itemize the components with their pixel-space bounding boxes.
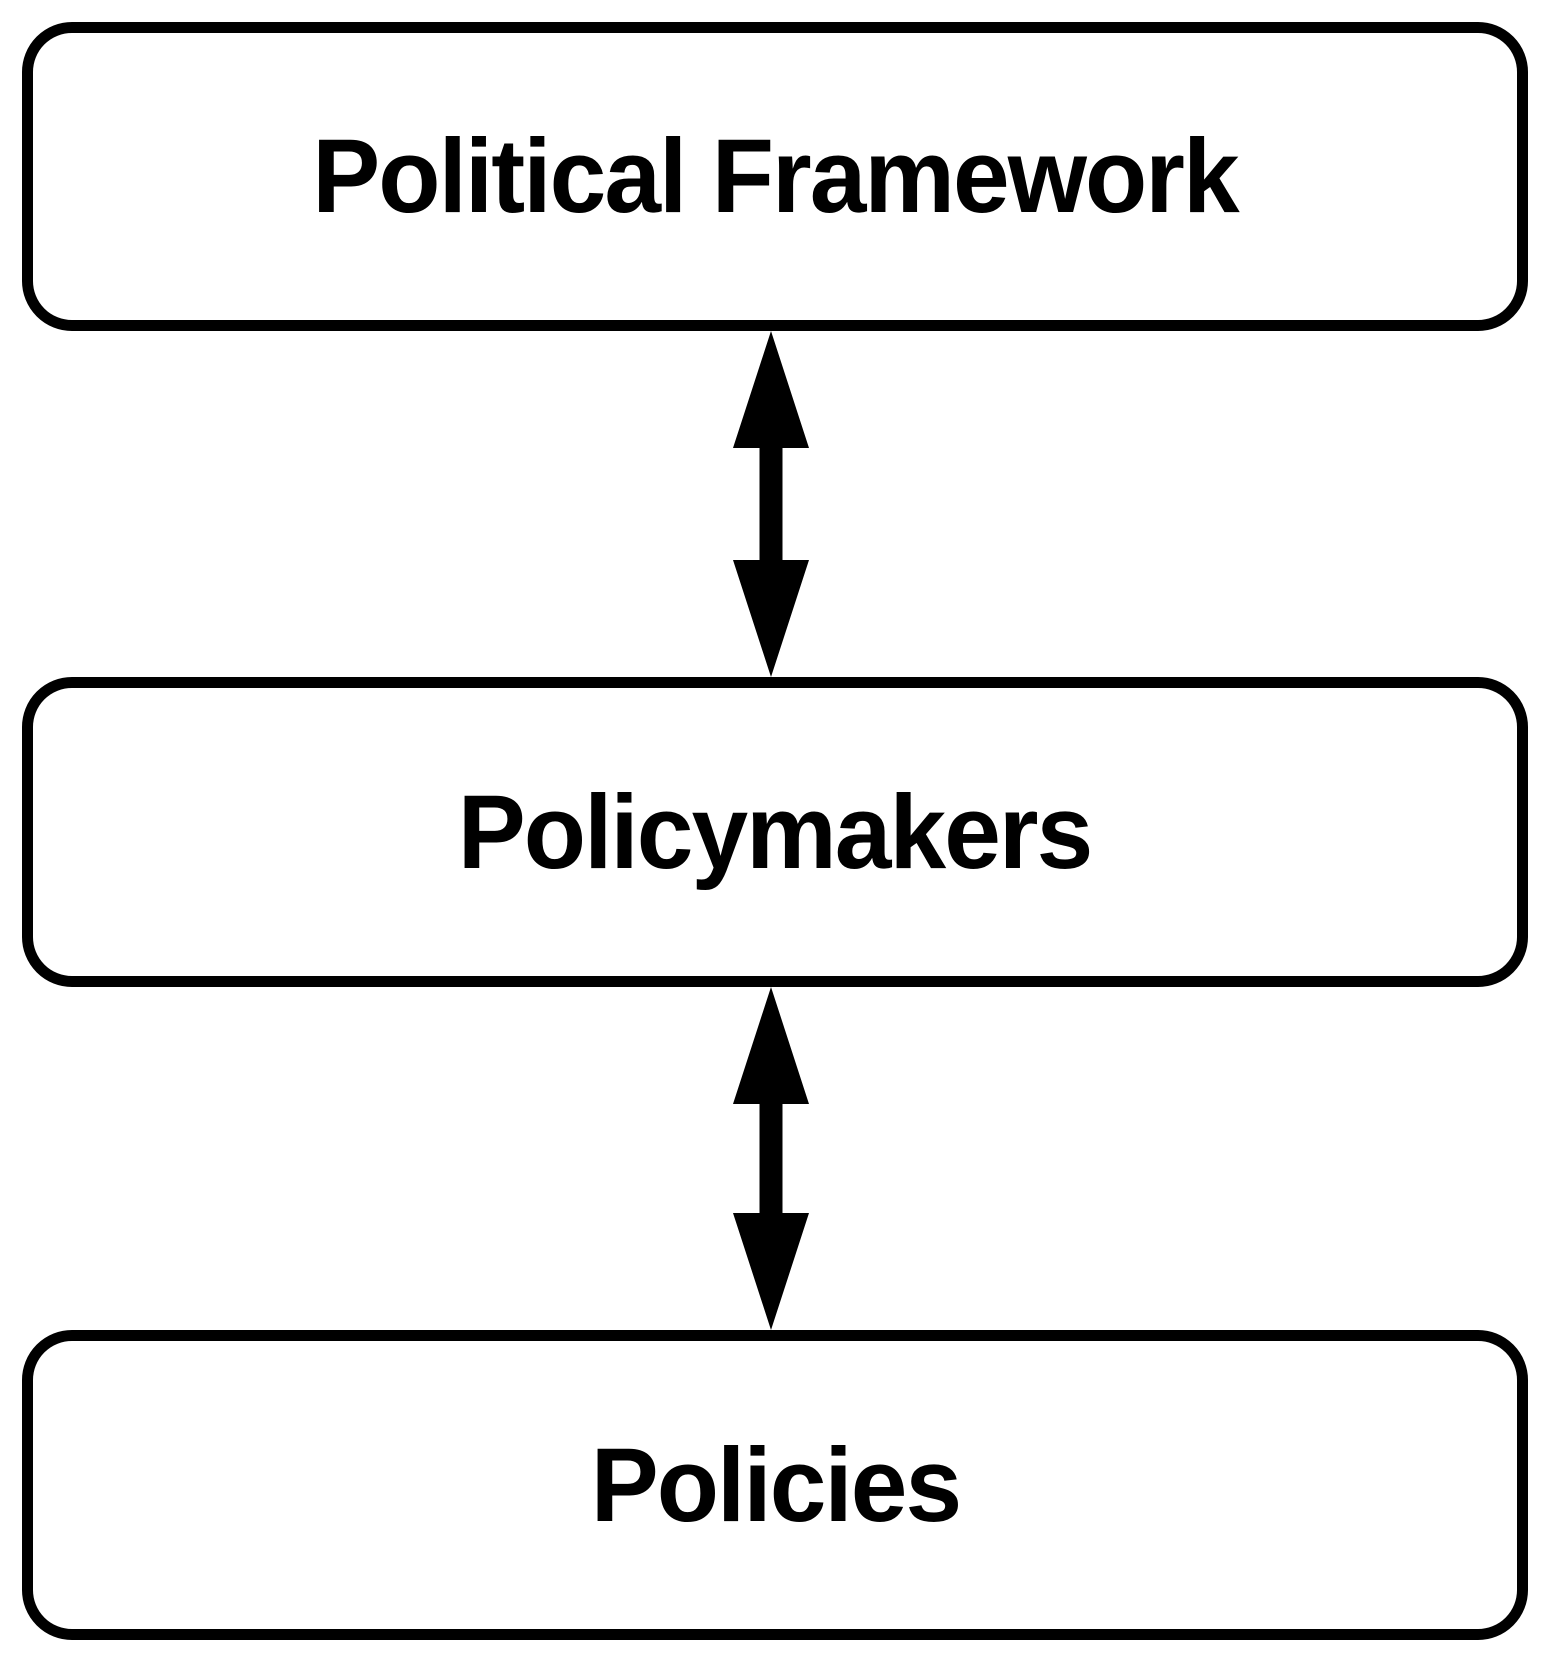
node-political-framework-label: Political Framework bbox=[312, 118, 1239, 235]
node-policies: Policies bbox=[22, 1330, 1528, 1640]
node-policymakers: Policymakers bbox=[22, 677, 1528, 987]
double-arrow-icon bbox=[731, 331, 811, 677]
node-policymakers-label: Policymakers bbox=[458, 773, 1093, 891]
double-arrow-icon bbox=[731, 987, 811, 1330]
node-policies-label: Policies bbox=[590, 1426, 961, 1544]
node-political-framework: Political Framework bbox=[22, 22, 1528, 331]
